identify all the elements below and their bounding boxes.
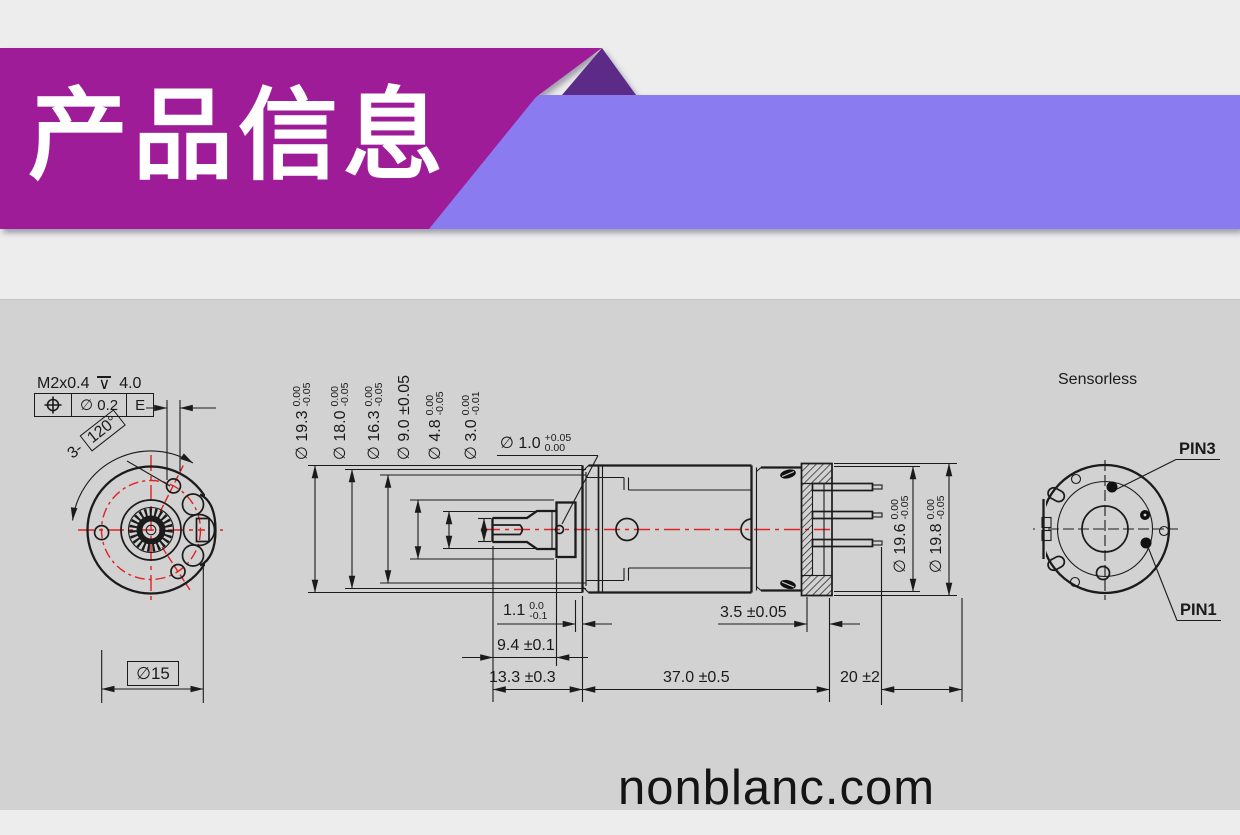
depth-symbol-icon: ∨ (97, 376, 112, 394)
left-end-view (70, 400, 225, 703)
position-tolerance-icon (35, 394, 71, 416)
ribbon-light-shape (429, 95, 1240, 229)
pin1-dot (1140, 537, 1152, 549)
dim-len-9-4: 9.4 ±0.1 (497, 637, 555, 654)
dim-dia-16-3: ∅ 16.3 0.00-0.05 (363, 382, 385, 460)
dim-dia-19-6: ∅ 19.6 0.00-0.05 (889, 495, 911, 573)
pin3-dot (1106, 481, 1118, 493)
mounting-hole (93, 524, 110, 541)
mounting-hole (170, 563, 186, 580)
fcf-datum: E (126, 394, 153, 416)
sensorless-title: Sensorless (1058, 371, 1138, 388)
dim-dia-9-0: ∅ 9.0 ±0.05 (396, 375, 413, 460)
pin3-label: PIN3 (1179, 440, 1216, 458)
banner-title: 产品信息 (28, 80, 448, 192)
front-boss (555, 501, 577, 559)
feature-control-frame: ∅ 0.2 E (34, 393, 155, 417)
dim-len-20: 20 ±2 (840, 669, 880, 686)
dim-dia-4-8: ∅ 4.8 0.00-0.05 (424, 391, 446, 460)
ribbon-fold-shape (562, 48, 636, 95)
thread-callout: M2x0.4∨4.0 (37, 375, 142, 394)
rear-end-view (1033, 458, 1221, 622)
terminal-pins (811, 482, 883, 548)
dim-dia-19-8: ∅ 19.8 0.00-0.05 (925, 495, 947, 573)
diameter-15-box: ∅15 (127, 661, 179, 686)
connector-cutout (182, 513, 216, 547)
side-section-view (308, 454, 963, 705)
dim-dia-18-0: ∅ 18.0 0.00-0.05 (329, 382, 351, 460)
length-dimensions (462, 546, 963, 705)
left-diameter-dimensions (308, 464, 586, 594)
gearbox-hole (615, 517, 639, 542)
dim-len-1-1: 1.1 0.0-0.1 (503, 600, 548, 622)
dim-dia-3-0: ∅ 3.0 0.00-0.01 (460, 391, 482, 460)
dim-dia-19-3: ∅ 19.3 0.00-0.05 (291, 382, 313, 460)
banner-ribbon-graphic (0, 48, 1240, 229)
pin1-label: PIN1 (1180, 601, 1217, 619)
fcf-tolerance: ∅ 0.2 (71, 394, 126, 416)
dim-len-13-3: 13.3 ±0.3 (489, 669, 556, 686)
watermark-text: nonblanc.com (618, 761, 936, 815)
center-hole (554, 524, 565, 535)
dim-len-3-5: 3.5 ±0.05 (720, 604, 787, 621)
dim-len-37-0: 37.0 ±0.5 (663, 669, 730, 686)
ribbon-magenta-shape (0, 48, 602, 229)
right-diameter-dimensions (834, 462, 957, 597)
